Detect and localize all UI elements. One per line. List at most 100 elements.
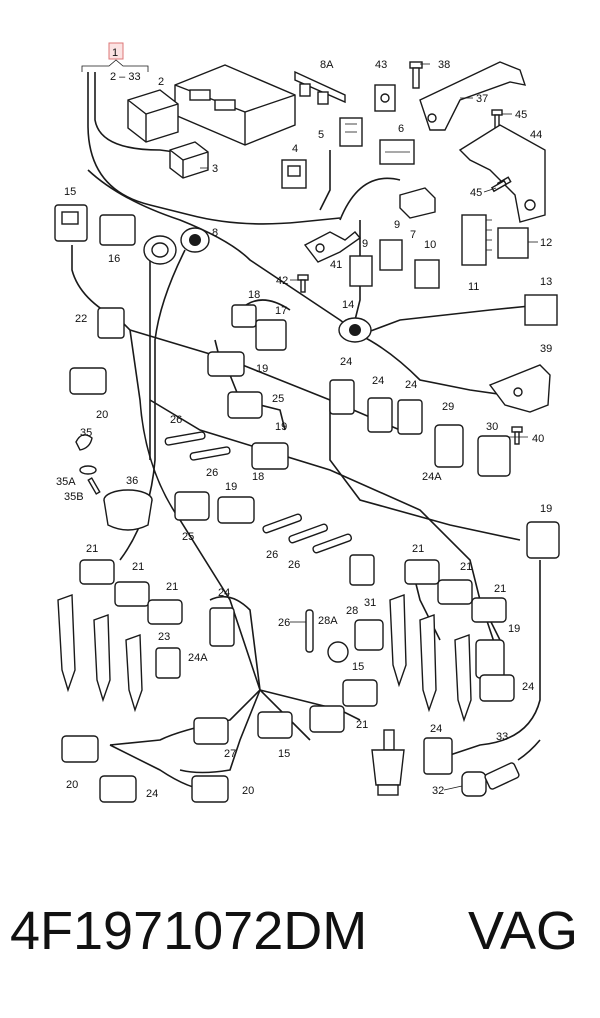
connector-21-low (309, 705, 345, 733)
bolt-45 (491, 109, 503, 130)
connector-9a (349, 255, 373, 287)
connector-18 (231, 304, 287, 351)
bracket-8A (294, 70, 346, 105)
callout-20-a: 20 (96, 409, 108, 421)
callout-24-a: 24 (340, 356, 352, 368)
glow-plugs-26-upper (164, 431, 231, 461)
pressure-sensor (371, 729, 405, 796)
callout-17: 17 (275, 305, 287, 317)
connector-25a (227, 391, 263, 419)
callout-15-low: 15 (278, 748, 290, 760)
callout-36: 36 (126, 475, 138, 487)
connector-24-low (99, 775, 137, 803)
connector-20-left (69, 367, 107, 395)
callout-30: 30 (486, 421, 498, 433)
sensor-24-row (329, 379, 423, 435)
sensor-24-mid (209, 607, 235, 647)
connector-19d (526, 521, 560, 559)
callout-2: 2 (158, 76, 164, 88)
bolt-38 (409, 61, 423, 89)
callout-15-mid: 15 (352, 661, 364, 673)
connector-5 (339, 117, 363, 147)
callout-21-e: 21 (460, 561, 472, 573)
bolt-45b (490, 176, 512, 193)
callout-45-low: 45 (470, 187, 482, 199)
glow-plug-26-single (305, 609, 314, 653)
callout-23: 23 (158, 631, 170, 643)
bolt-42 (297, 274, 309, 293)
callout-24A-mid: 24A (188, 652, 208, 664)
callout-20-c: 20 (242, 785, 254, 797)
injectors-right (389, 594, 472, 723)
connector-3 (169, 141, 209, 179)
connector-21-right-group (404, 559, 507, 623)
connector-20-low-left (61, 735, 99, 763)
callout-31: 31 (364, 597, 376, 609)
callout-21-g: 21 (356, 719, 368, 731)
callout-32: 32 (432, 785, 444, 797)
callout-24-c: 24 (405, 379, 417, 391)
callout-21-a: 21 (86, 543, 98, 555)
callout-9-right: 9 (394, 219, 400, 231)
connector-19e (475, 639, 505, 679)
callout-24-g: 24 (430, 723, 442, 735)
callout-19-a: 19 (256, 363, 268, 375)
connector-7 (399, 187, 436, 219)
callout-24-e: 24 (146, 788, 158, 800)
part-number: 4F1971072DM (10, 901, 368, 961)
callout-15-top: 15 (64, 186, 76, 198)
callout-21-f: 21 (494, 583, 506, 595)
grommet-14 (338, 317, 372, 343)
brand-label: VAG (468, 901, 579, 961)
callout-21-b: 21 (132, 561, 144, 573)
clip-43 (374, 84, 396, 112)
callout-42: 42 (276, 275, 288, 287)
sensor-32-33 (461, 739, 541, 797)
connector-19b (251, 442, 289, 470)
callout-19-e: 19 (508, 623, 520, 635)
callout-27: 27 (224, 748, 236, 760)
bracket-37 (419, 61, 527, 131)
callout-14: 14 (342, 299, 354, 311)
glow-plugs-26-lower (262, 513, 353, 554)
callout-8: 8 (212, 227, 218, 239)
index-badge: 1 (112, 47, 118, 59)
callout-33: 33 (496, 731, 508, 743)
connector-23 (155, 647, 181, 679)
leader-lines (200, 63, 538, 791)
callout-24-f: 24 (522, 681, 534, 693)
connector-30 (477, 435, 511, 477)
callout-35A: 35A (56, 476, 76, 488)
callout-19-b: 19 (275, 421, 287, 433)
callout-13: 13 (540, 276, 552, 288)
injectors-left (57, 594, 143, 713)
callout-20-b: 20 (66, 779, 78, 791)
connector-9b (379, 239, 403, 271)
relay-13 (524, 294, 558, 326)
callout-18-mid: 18 (252, 471, 264, 483)
ring-36 (103, 489, 153, 531)
callout-labels: 2 3 4 5 6 7 8 8A 9 9 10 11 12 13 14 15 1… (56, 59, 552, 800)
callout-22: 22 (75, 313, 87, 325)
connector-24-low-right (423, 737, 453, 775)
connector-21-left-group (79, 559, 183, 625)
callout-25-a: 25 (272, 393, 284, 405)
callout-5: 5 (318, 129, 324, 141)
connector-24-right (479, 674, 515, 702)
callout-24A-top: 24A (422, 471, 442, 483)
connector-6 (379, 139, 415, 165)
callout-28: 28 (346, 605, 358, 617)
callout-21-c: 21 (166, 581, 178, 593)
connector-15-low (257, 711, 293, 739)
connector-10 (414, 259, 440, 289)
relay-11 (461, 214, 492, 266)
callout-4: 4 (292, 143, 298, 155)
wiring-harness-diagram: 1 2 – 33 (54, 42, 560, 803)
callout-12: 12 (540, 237, 552, 249)
callout-45-top: 45 (515, 109, 527, 121)
callout-37: 37 (476, 93, 488, 105)
callout-25-b: 25 (182, 531, 194, 543)
harness-wires (71, 72, 541, 791)
sensor-31-upper (349, 554, 375, 586)
callout-19-c: 19 (225, 481, 237, 493)
